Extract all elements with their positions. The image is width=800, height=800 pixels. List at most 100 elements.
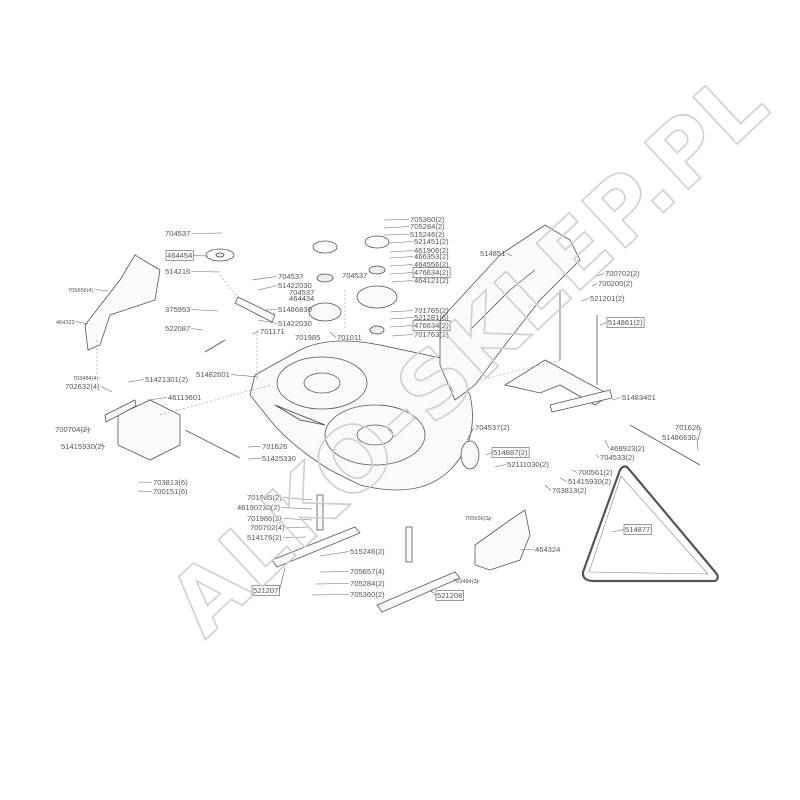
leader-line bbox=[283, 518, 313, 521]
leader-line bbox=[389, 317, 414, 320]
part-number-label: 476634(2) bbox=[414, 268, 449, 277]
part-number-box bbox=[412, 267, 451, 278]
leader-line bbox=[283, 536, 307, 538]
leader-line bbox=[191, 309, 219, 312]
spindle-assembly-left bbox=[204, 240, 342, 353]
leader-line bbox=[100, 386, 113, 393]
leader-line bbox=[429, 589, 437, 596]
part-number-label: 514861(2) bbox=[608, 318, 643, 327]
leader-line bbox=[391, 334, 414, 337]
leader-line bbox=[137, 481, 153, 483]
part-number-label: 515246(2) bbox=[410, 230, 445, 239]
leader-line bbox=[193, 255, 209, 257]
part-labels: 704537464454514216705656(4)4643233759535… bbox=[55, 215, 702, 601]
part-number-label: 700561(2) bbox=[578, 468, 613, 477]
part-number-label: 705656(3) bbox=[465, 516, 491, 522]
part-number-label: 705360(2) bbox=[350, 590, 385, 599]
part-number-label: 51415930(2) bbox=[61, 442, 105, 451]
mower-deck bbox=[249, 340, 473, 491]
part-number-label: 375953 bbox=[165, 305, 190, 314]
part-number-label: 702632(4) bbox=[65, 382, 100, 391]
part-number-label: 701985(2) bbox=[247, 493, 282, 502]
part-number-label: 514877 bbox=[625, 525, 650, 534]
part-number-label: 700702(2) bbox=[605, 269, 640, 278]
leader-line bbox=[544, 484, 552, 491]
leader-line bbox=[251, 331, 260, 335]
part-number-label: 51425330 bbox=[262, 454, 296, 463]
spindle-assembly-right bbox=[356, 235, 398, 335]
leader-line bbox=[611, 397, 622, 401]
part-number-label: 703484(4) bbox=[73, 376, 99, 382]
part-number-label: 464556(2) bbox=[414, 260, 449, 269]
leader-line bbox=[251, 276, 278, 281]
leader-line bbox=[494, 464, 507, 468]
part-number-label: 51422030 bbox=[278, 319, 312, 328]
leader-line bbox=[466, 427, 475, 441]
leader-line bbox=[99, 444, 106, 447]
part-number-label: 700702(4) bbox=[250, 523, 285, 532]
part-number-label: 521201(2) bbox=[590, 294, 625, 303]
part-number-label: 705284(2) bbox=[410, 222, 445, 231]
part-number-label: 464434 bbox=[289, 294, 314, 303]
leader-line bbox=[319, 551, 350, 557]
wheel bbox=[460, 440, 480, 470]
part-number-label: 514887(2) bbox=[493, 448, 528, 457]
part-number-label: 521281(6) bbox=[414, 313, 449, 322]
part-number-label: 514851 bbox=[480, 249, 505, 258]
leader-line bbox=[391, 280, 414, 283]
part-number-label: 700704(2) bbox=[55, 425, 90, 434]
part-number-label: 515246(2) bbox=[350, 547, 385, 556]
part-number-label: 51486830 bbox=[278, 305, 312, 314]
part-number-label: 705656(4) bbox=[68, 288, 94, 294]
part-number-label: 703813(6) bbox=[153, 478, 188, 487]
part-number-label: 46190730(2) bbox=[237, 503, 281, 512]
part-number-label: 461906(2) bbox=[414, 246, 449, 255]
part-number-label: 514216 bbox=[165, 267, 190, 276]
part-number-label: 701011 bbox=[337, 333, 362, 342]
part-number-label: 51482601 bbox=[196, 370, 230, 379]
part-number-label: 464454 bbox=[167, 251, 192, 260]
part-number-label: 514176(2) bbox=[247, 533, 282, 542]
leader-line bbox=[383, 226, 410, 229]
part-number-box bbox=[606, 317, 645, 328]
leader-line bbox=[487, 517, 492, 521]
part-number-label: 52111030(2) bbox=[507, 460, 549, 469]
leader-line bbox=[474, 580, 480, 584]
leader-line bbox=[591, 283, 598, 287]
leader-line bbox=[264, 309, 278, 311]
part-number-box bbox=[491, 447, 530, 458]
part-number-label: 466353(2) bbox=[414, 252, 449, 261]
leader-line bbox=[559, 477, 568, 482]
leader-line bbox=[389, 241, 414, 244]
leader-line bbox=[485, 452, 493, 456]
part-number-label: 701765(2) bbox=[414, 306, 449, 315]
leader-line bbox=[147, 397, 168, 401]
part-number-label: 703813(2) bbox=[552, 486, 587, 495]
leader-line bbox=[283, 497, 313, 501]
leader-line bbox=[571, 469, 578, 473]
part-number-box bbox=[412, 320, 451, 331]
leader-line bbox=[191, 232, 223, 234]
leader-line bbox=[697, 427, 702, 441]
leader-line bbox=[319, 571, 350, 573]
part-number-label: 704537 bbox=[289, 288, 314, 297]
part-number-label: 704537(2) bbox=[475, 423, 510, 432]
leader-line bbox=[75, 321, 89, 325]
part-number-label: 521207 bbox=[253, 586, 278, 595]
leader-line bbox=[604, 439, 610, 449]
part-number-label: 51421301(2) bbox=[145, 375, 189, 384]
leader-line bbox=[230, 374, 259, 378]
leader-line bbox=[329, 331, 337, 338]
leader-line bbox=[696, 437, 699, 451]
leader-line bbox=[247, 446, 262, 448]
part-number-label: 464324 bbox=[535, 545, 560, 554]
part-number-label: 701626 bbox=[262, 442, 287, 451]
right-belt-guard bbox=[474, 509, 531, 571]
leader-line bbox=[611, 529, 625, 533]
part-number-label: 46113601 bbox=[168, 393, 201, 402]
leader-line bbox=[257, 319, 278, 324]
leader-line bbox=[191, 328, 204, 331]
part-number-box bbox=[435, 590, 464, 601]
part-number-label: 521208 bbox=[437, 591, 462, 600]
